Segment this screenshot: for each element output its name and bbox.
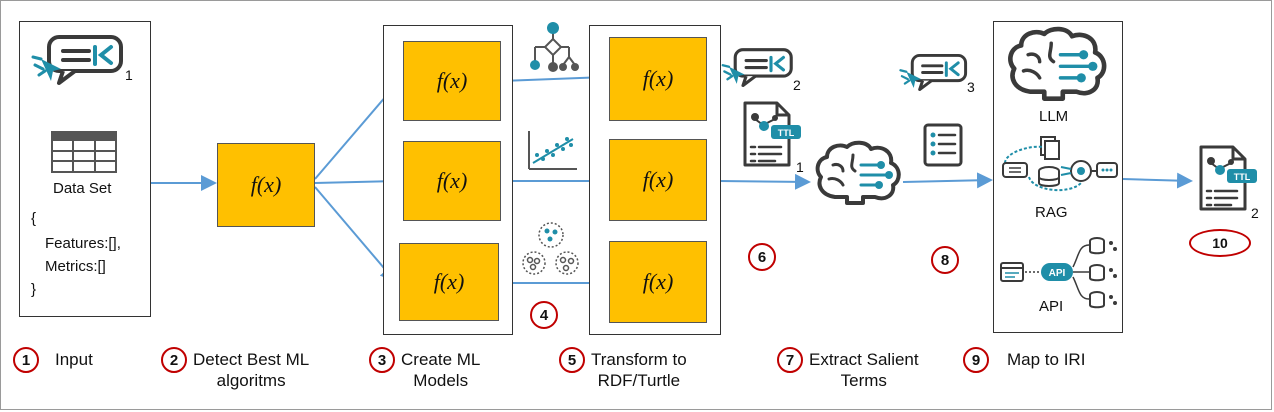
arrow-brain-to-map — [902, 172, 993, 189]
rag-icon — [1002, 136, 1118, 192]
model-block-2: f(x) — [403, 141, 501, 221]
step-3-number: 3 — [369, 347, 395, 373]
marker-6: 6 — [748, 243, 776, 271]
chat-icon — [31, 35, 123, 85]
llm-label: LLM — [1039, 108, 1069, 125]
arrow-map-to-output — [1122, 172, 1193, 189]
chat-icon-subscript: 1 — [125, 67, 133, 83]
rdf-block-1: f(x) — [609, 37, 707, 121]
model-block-1: f(x) — [403, 41, 501, 121]
marker-10: 10 — [1189, 229, 1251, 257]
marker-4: 4 — [530, 301, 558, 329]
chat-3-subscript: 3 — [967, 79, 975, 95]
api-badge-text: API — [1049, 268, 1066, 279]
step-5-number: 5 — [559, 347, 585, 373]
model-block-3: f(x) — [399, 243, 499, 321]
step-9-label: Map to IRI — [1007, 350, 1086, 369]
marker-8: 8 — [931, 246, 959, 274]
api-icon: API — [1000, 237, 1117, 309]
ttl-file-icon: TTL — [1199, 145, 1257, 211]
json-line-2: Features:[], — [45, 235, 121, 252]
chat-icon — [899, 53, 968, 91]
arrow-rdf-to-brain — [718, 173, 811, 190]
rdf-block-2: f(x) — [609, 139, 707, 221]
ttl-2-subscript: 2 — [1251, 205, 1259, 221]
ttl-file-icon: TTL — [743, 101, 801, 167]
chat-2-subscript: 2 — [793, 77, 801, 93]
regression-plot-icon — [528, 131, 577, 170]
ttl-1-subscript: 1 — [796, 159, 804, 175]
decision-tree-icon — [530, 22, 579, 72]
brain-icon — [815, 140, 901, 205]
arrow-detect-to-model-3 — [314, 186, 397, 283]
step-9: 9 Map to IRI — [963, 347, 1085, 373]
json-line-1: { — [31, 210, 37, 227]
clustering-icon — [522, 222, 579, 275]
step-1: 1 Input — [13, 347, 93, 373]
dataset-label: Data Set — [53, 180, 112, 197]
step-9-number: 9 — [963, 347, 989, 373]
step-2-number: 2 — [161, 347, 187, 373]
api-label: API — [1039, 298, 1064, 315]
list-icon — [923, 123, 963, 167]
ttl-badge-text: TTL — [778, 128, 795, 138]
ttl-badge-text: TTL — [1234, 172, 1251, 182]
llm-brain-icon — [1008, 26, 1107, 101]
arrow-model-1-to-rdf-1 — [500, 69, 608, 86]
step-1-label: Input — [55, 350, 93, 369]
json-line-4: } — [31, 281, 37, 298]
step-7-number: 7 — [777, 347, 803, 373]
table-icon — [51, 131, 117, 173]
json-line-3: Metrics:[] — [45, 258, 106, 275]
rdf-block-3: f(x) — [609, 241, 707, 323]
rag-label: RAG — [1035, 204, 1068, 221]
step-1-number: 1 — [13, 347, 39, 373]
chat-icon — [721, 48, 793, 87]
detect-function-block: f(x) — [217, 143, 315, 227]
